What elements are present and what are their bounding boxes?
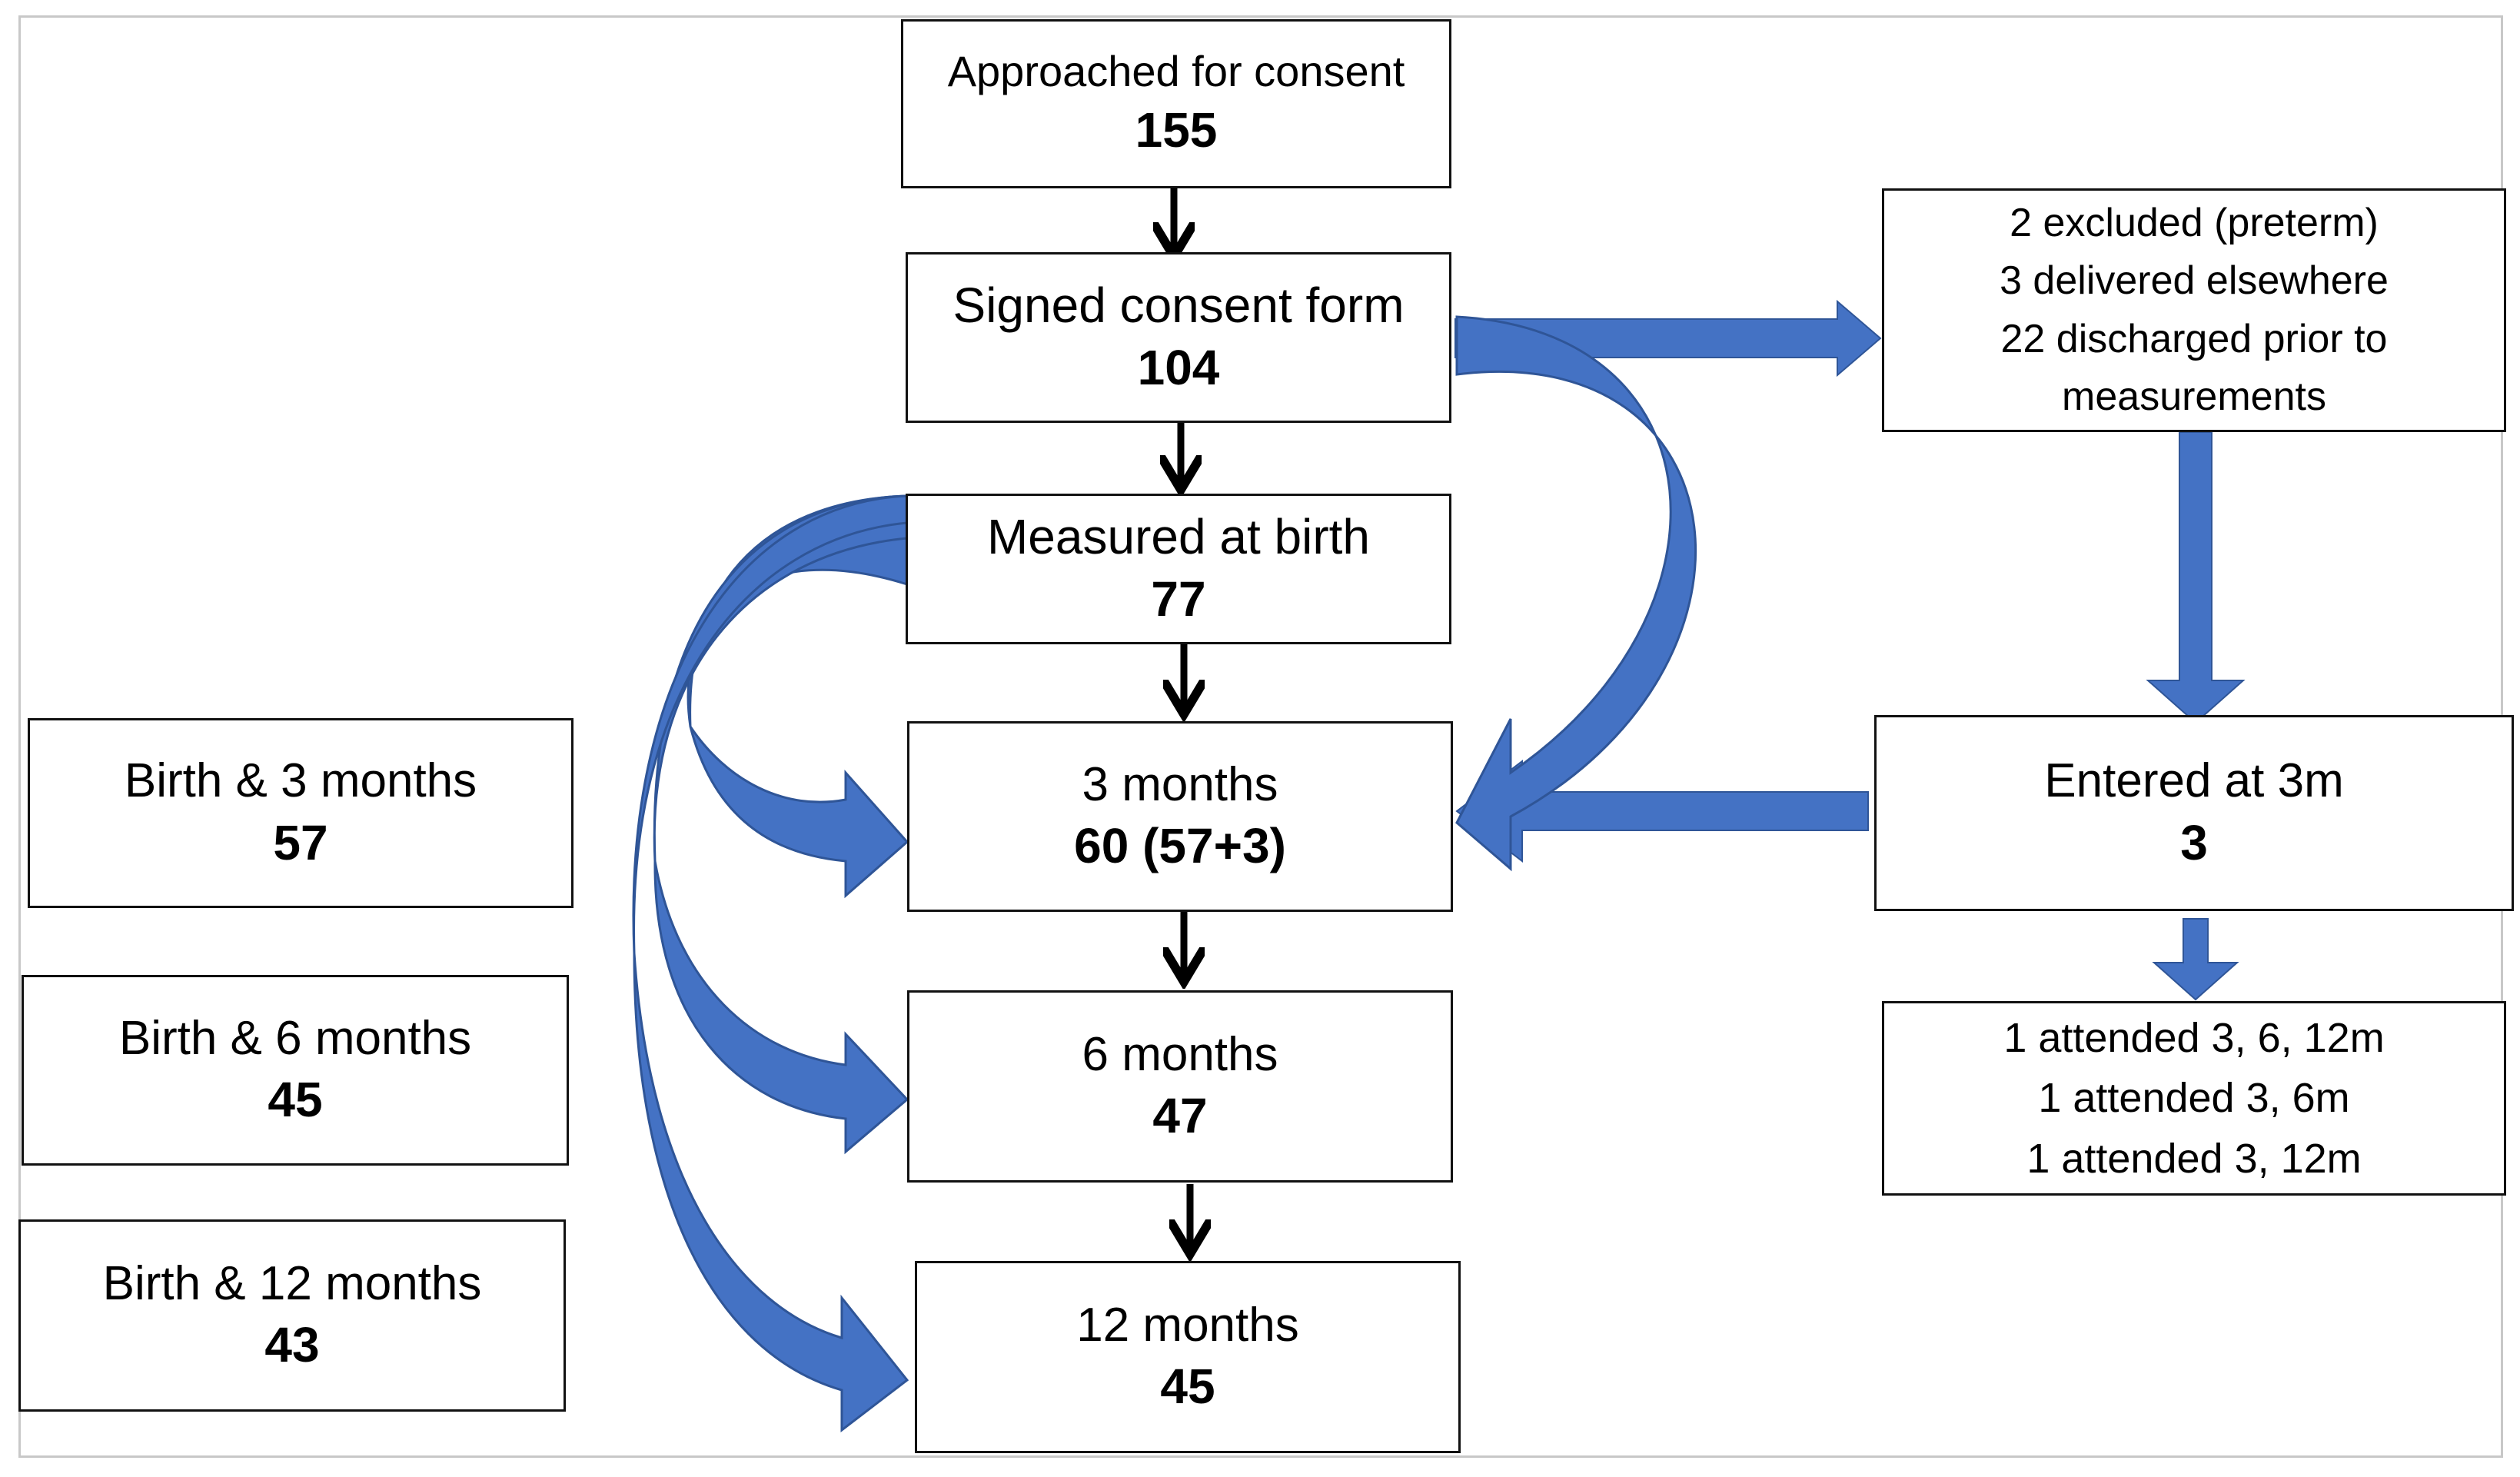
birth-6-months-label: Birth & 6 months: [118, 1011, 472, 1065]
birth-3-months-box: Birth & 3 months 57: [28, 718, 573, 908]
birth-6-months-value: 45: [268, 1072, 323, 1128]
excluded-line-4: measurements: [2062, 374, 2326, 419]
curved-arrow-birth-to-6m: [653, 494, 909, 1155]
attended-box: 1 attended 3, 6, 12m 1 attended 3, 6m 1 …: [1882, 1001, 2506, 1196]
birth-12-months-label: Birth & 12 months: [102, 1256, 482, 1310]
six-months-box: 6 months 47: [907, 990, 1453, 1183]
entered-3m-value: 3: [2180, 814, 2208, 870]
arrow-entered-to-attended: [2152, 918, 2239, 1001]
consent-label: Signed consent form: [952, 278, 1405, 334]
curved-arrow-consent-to-3m: [1455, 315, 1697, 872]
birth-label: Measured at birth: [986, 509, 1371, 565]
approached-label: Approached for consent: [947, 47, 1405, 96]
arrow-excluded-to-entered: [2146, 431, 2246, 724]
six-months-value: 47: [1152, 1088, 1208, 1144]
twelve-months-label: 12 months: [1076, 1298, 1299, 1352]
three-months-label: 3 months: [1082, 757, 1278, 811]
birth-box: Measured at birth 77: [906, 494, 1451, 644]
consent-value: 104: [1137, 340, 1220, 396]
entered-3m-label: Entered at 3m: [2044, 754, 2344, 808]
three-months-value: 60 (57+3): [1074, 818, 1286, 874]
excluded-line-1: 2 excluded (preterm): [2010, 200, 2379, 245]
curved-arrow-birth-to-12m: [632, 494, 909, 1433]
twelve-months-value: 45: [1160, 1359, 1215, 1415]
birth-value: 77: [1151, 571, 1206, 627]
excluded-line-3: 22 discharged prior to: [2000, 316, 2388, 361]
approached-value: 155: [1135, 102, 1218, 158]
twelve-months-box: 12 months 45: [915, 1261, 1461, 1453]
attended-line-1: 1 attended 3, 6, 12m: [2003, 1015, 2385, 1062]
consent-box: Signed consent form 104: [906, 252, 1451, 423]
excluded-line-2: 3 delivered elsewhere: [2000, 258, 2389, 304]
birth-12-months-box: Birth & 12 months 43: [18, 1219, 566, 1412]
excluded-box: 2 excluded (preterm) 3 delivered elsewhe…: [1882, 188, 2506, 432]
attended-line-2: 1 attended 3, 6m: [2038, 1075, 2350, 1122]
birth-12-months-value: 43: [264, 1317, 320, 1373]
birth-3-months-label: Birth & 3 months: [124, 754, 477, 808]
attended-line-3: 1 attended 3, 12m: [2026, 1135, 2362, 1182]
six-months-label: 6 months: [1082, 1027, 1278, 1081]
approached-box: Approached for consent 155: [901, 19, 1451, 188]
three-months-box: 3 months 60 (57+3): [907, 721, 1453, 912]
birth-6-months-box: Birth & 6 months 45: [22, 975, 569, 1166]
entered-3m-box: Entered at 3m 3: [1874, 715, 2514, 911]
birth-3-months-value: 57: [273, 814, 328, 870]
